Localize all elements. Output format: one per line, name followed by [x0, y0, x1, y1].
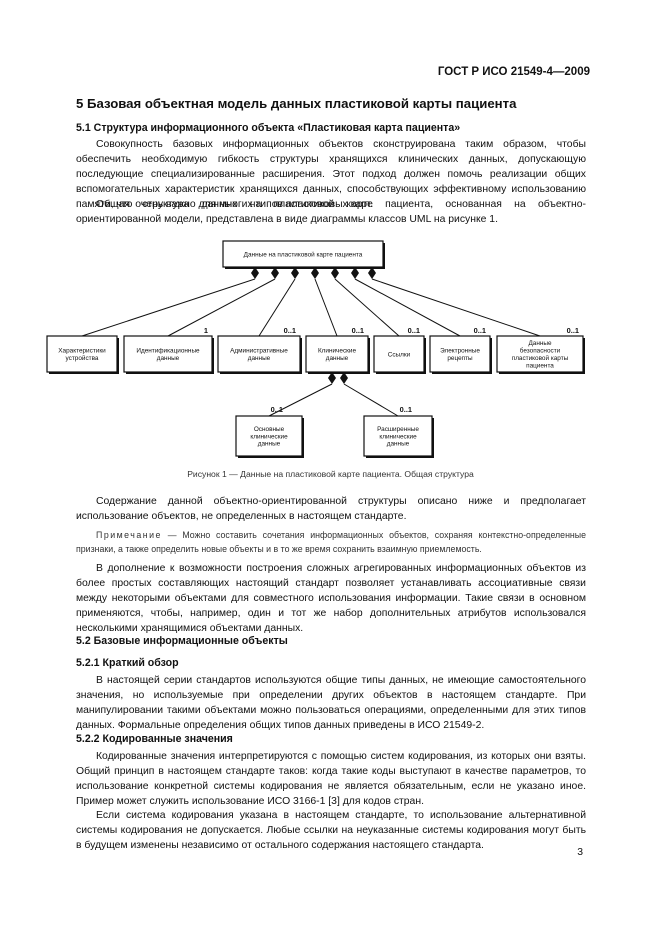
uml-class-diagram: Данные на пластиковой карте пациентаХара…	[46, 240, 585, 458]
note-label: Примечание	[96, 530, 162, 540]
class-box-label: данные	[258, 441, 281, 448]
multiplicity-label: 0..1	[408, 326, 420, 335]
note: Примечание — Можно составить сочетания и…	[76, 528, 586, 556]
association-line	[334, 278, 400, 337]
section-5-1-title: 5.1 Структура информационного объекта «П…	[76, 122, 461, 134]
class-box-label: Характеристики	[58, 348, 106, 355]
class-box-label: данные	[387, 441, 410, 448]
aggregation-diamond	[271, 267, 279, 279]
class-box-label: Расширенные	[377, 426, 419, 433]
aggregation-diamond	[328, 372, 336, 384]
class-box	[217, 335, 301, 373]
class-box	[496, 335, 584, 373]
association-line	[343, 383, 399, 417]
class-box-label: Идентификационные	[136, 348, 200, 355]
root-class-box	[222, 240, 384, 268]
section-5-2-title: 5.2 Базовые информационные объекты	[76, 635, 288, 647]
class-box	[363, 415, 433, 457]
association-line	[371, 278, 541, 337]
multiplicity-label: 0..1	[271, 405, 283, 414]
note-text: — Можно составить сочетания информационн…	[76, 530, 586, 554]
class-box-label: рецепты	[447, 355, 473, 362]
class-box-label: безопасности	[520, 347, 561, 355]
class-box-label: Данные	[528, 340, 552, 347]
page-number: 3	[577, 847, 583, 858]
class-box	[235, 415, 303, 457]
association-line	[81, 278, 256, 337]
class-box-label: клинические	[379, 433, 417, 440]
multiplicity-label: 0..1	[400, 405, 412, 414]
multiplicity-label: 0..1	[567, 326, 579, 335]
multiplicity-label: 1	[204, 326, 208, 335]
figure-caption: Рисунок 1 — Данные на пластиковой карте …	[187, 469, 474, 479]
section-5-2-1-title: 5.2.1 Краткий обзор	[76, 657, 179, 669]
aggregation-diamond	[340, 372, 348, 384]
class-box-label: данные	[248, 355, 271, 362]
paragraph: Если система кодирования указана в насто…	[76, 810, 586, 851]
root-class-box-label: Данные на пластиковой карте пациента	[244, 250, 363, 258]
paragraph: Совокупность базовых информационных объе…	[76, 139, 586, 210]
aggregation-diamond	[251, 267, 259, 279]
section-5-2-2-title: 5.2.2 Кодированные значения	[76, 733, 233, 745]
aggregation-diamond	[291, 267, 299, 279]
association-line	[258, 278, 296, 337]
class-box-label: данные	[326, 355, 349, 362]
class-box	[123, 335, 213, 373]
association-line	[268, 383, 333, 417]
section-5-title: 5 Базовая объектная модель данных пласти…	[76, 96, 517, 111]
class-box-label: Ссылки	[388, 351, 411, 358]
aggregation-diamond	[351, 267, 359, 279]
class-box	[429, 335, 491, 373]
class-box-label: пластиковой карты	[512, 354, 569, 362]
paragraph: В дополнение к возможности построения сл…	[76, 563, 586, 634]
class-box-label: данные	[157, 355, 180, 362]
class-box-label: клинические	[250, 433, 288, 440]
aggregation-diamond	[368, 267, 376, 279]
multiplicity-label: 0..1	[474, 326, 486, 335]
class-box-label: Основные	[254, 426, 285, 433]
class-box-label: Административные	[230, 348, 288, 355]
paragraph: Общая структура данных на пластиковой ка…	[76, 199, 586, 225]
class-box-label: устройства	[66, 354, 99, 362]
class-box	[46, 335, 118, 373]
document-id: ГОСТ Р ИСО 21549-4—2009	[437, 66, 590, 78]
class-box-label: Электронные	[440, 348, 480, 355]
class-box	[305, 335, 369, 373]
paragraph: Содержание данной объектно-ориентированн…	[76, 496, 586, 522]
multiplicity-label: 0..1	[352, 326, 364, 335]
class-box-label: пациента	[526, 362, 554, 369]
association-line	[314, 278, 338, 337]
class-box-label: Клинические	[318, 348, 357, 355]
paragraph: В настоящей серии стандартов используютс…	[76, 675, 586, 731]
association-line	[167, 278, 276, 337]
multiplicity-label: 0..1	[284, 326, 296, 335]
association-line	[354, 278, 461, 337]
aggregation-diamond	[311, 267, 319, 279]
paragraph: Кодированные значения интерпретируются с…	[76, 751, 586, 807]
aggregation-diamond	[331, 267, 339, 279]
class-box	[373, 335, 425, 373]
